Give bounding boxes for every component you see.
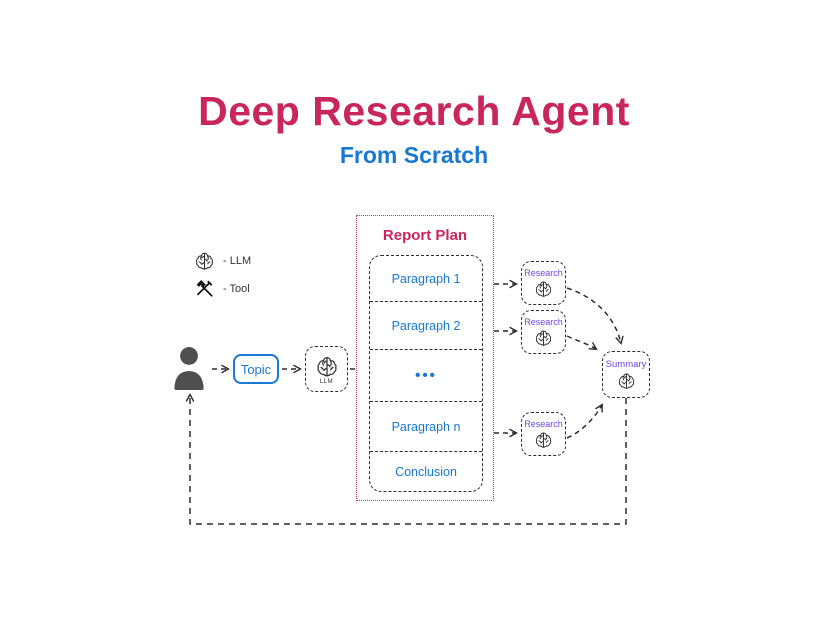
- research-2-label: Research: [524, 317, 563, 327]
- arrow-research1-to-summary: [566, 287, 624, 345]
- report-plan-title: Report Plan: [382, 227, 468, 244]
- plan-row-paragraph-2: Paragraph 2: [370, 302, 482, 350]
- plan-row-conclusion: Conclusion: [395, 464, 457, 479]
- research-node-1: Research: [521, 261, 566, 305]
- summary-node: Summary: [602, 351, 650, 398]
- page-subtitle: From Scratch: [339, 142, 489, 168]
- brain-icon: [534, 430, 553, 449]
- plan-row-paragraph-n: Paragraph n: [370, 402, 482, 452]
- arrow-research2-to-summary: [566, 335, 598, 351]
- legend-llm-label: - LLM: [223, 254, 252, 267]
- plan-row-paragraph-1: Paragraph 1: [370, 256, 482, 302]
- research-3-label: Research: [524, 419, 563, 429]
- research-1-label: Research: [524, 268, 563, 278]
- legend-item-llm: - LLM: [194, 250, 251, 271]
- research-node-3: Research: [521, 412, 566, 456]
- brain-icon: [194, 250, 215, 271]
- report-plan-container: Report Plan Paragraph 1 Paragraph 2 ••• …: [356, 215, 494, 501]
- topic-label: Topic: [240, 361, 272, 377]
- user-person-icon: [174, 347, 204, 390]
- plan-row-ellipsis: •••: [370, 350, 482, 402]
- brain-icon: [617, 371, 636, 390]
- tool-icon: [194, 278, 215, 299]
- legend-tool-label: - Tool: [223, 282, 250, 295]
- brain-icon: [315, 354, 339, 378]
- page-title: Deep Research Agent: [198, 88, 630, 134]
- summary-label: Summary: [605, 359, 647, 370]
- legend-item-tool: - Tool: [194, 278, 251, 299]
- llm-node: LLM: [305, 346, 348, 392]
- arrow-research3-to-summary: [566, 403, 603, 439]
- llm-node-label: LLM: [319, 378, 334, 385]
- brain-icon: [534, 279, 553, 298]
- topic-node: Topic: [233, 354, 279, 384]
- brain-icon: [534, 328, 553, 347]
- legend: - LLM - Tool: [194, 250, 251, 299]
- research-node-2: Research: [521, 310, 566, 354]
- report-plan-list: Paragraph 1 Paragraph 2 ••• Paragraph n …: [369, 255, 483, 492]
